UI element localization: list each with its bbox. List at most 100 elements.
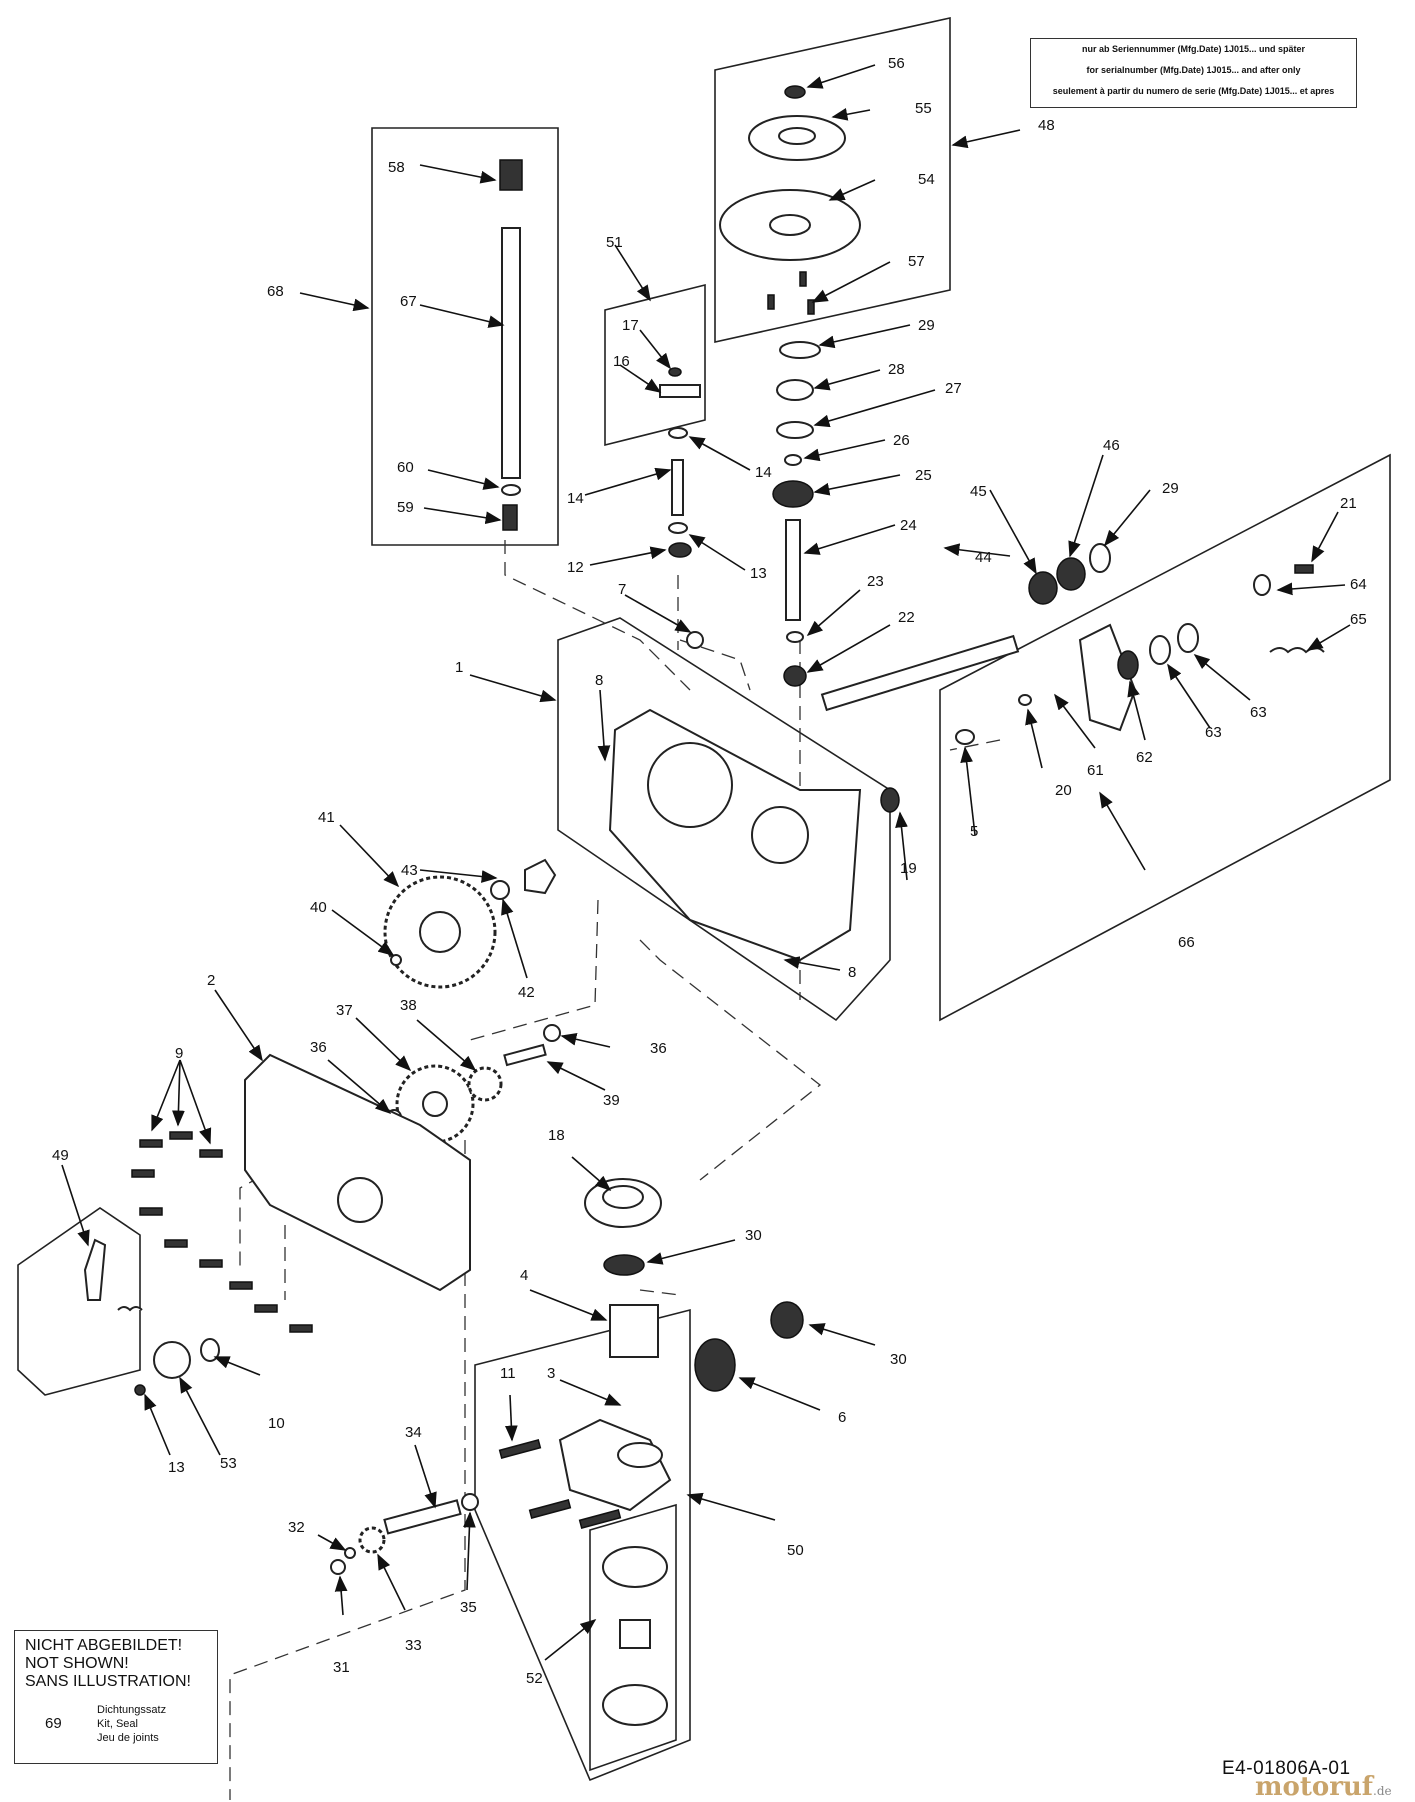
leader [423, 507, 502, 525]
leader [614, 244, 651, 302]
cylinder-block-4 [609, 1304, 659, 1358]
part-label: 65 [1350, 611, 1367, 628]
seal-62 [1117, 650, 1139, 680]
bolt-21 [1294, 564, 1314, 574]
part-label: 64 [1350, 576, 1367, 593]
center-pump-parts [498, 1178, 804, 1529]
part-label: 42 [518, 984, 535, 1001]
leader [1167, 663, 1211, 729]
part-label: 28 [888, 361, 905, 378]
washer-20 [1018, 694, 1032, 706]
leader [419, 304, 505, 328]
gear-33 [358, 1526, 386, 1554]
part-label: 37 [336, 1002, 353, 1019]
spring-65 [1269, 647, 1325, 654]
plate-53 [153, 1341, 191, 1379]
leader [688, 436, 751, 471]
leader [355, 1017, 412, 1072]
not-shown-title: NICHT ABGEBILDET! NOT SHOWN! SANS ILLUST… [15, 1637, 217, 1691]
leader [960, 746, 976, 836]
part-label: 68 [267, 283, 284, 300]
leader [334, 1575, 348, 1616]
leader [738, 1377, 821, 1411]
part-label: 13 [750, 565, 767, 582]
ring-63a [1149, 635, 1171, 665]
bolt-11b [528, 1499, 572, 1519]
swashplate-inner [602, 1185, 644, 1209]
part-label: 44 [975, 549, 992, 566]
leader [299, 292, 370, 312]
leader [151, 1059, 181, 1132]
part-label: 6 [838, 1409, 846, 1426]
leader [646, 1239, 736, 1265]
leader [1311, 511, 1339, 563]
leader [831, 108, 871, 121]
notice-line-en: for serialnumber (Mfg.Date) 1J015... and… [1086, 65, 1301, 75]
cover-2 [244, 1053, 471, 1292]
panel-seal-kit [589, 1503, 677, 1772]
leader [811, 261, 891, 303]
panel-bypass-lever [17, 1207, 141, 1396]
pinion-38 [467, 1066, 503, 1102]
transaxle-housing [608, 708, 862, 962]
seal-22 [783, 665, 807, 687]
part-label: 40 [310, 899, 327, 916]
fitting-59 [502, 504, 518, 531]
part-number-labels: 56 55 54 57 48 29 28 27 26 25 24 23 22 5… [52, 55, 1367, 1687]
gasket-b [602, 1684, 668, 1726]
bolt-c [199, 1149, 223, 1158]
washer-40 [390, 954, 402, 966]
leader [419, 164, 497, 184]
ring-23 [786, 631, 804, 643]
leader [504, 1394, 518, 1442]
leader [1025, 708, 1043, 769]
leader [1193, 653, 1251, 701]
part-label: 61 [1087, 762, 1104, 779]
desc-en: Kit, Seal [97, 1718, 138, 1730]
pinion-43 [524, 858, 557, 895]
washer-5 [955, 729, 975, 745]
pulley-fan-assembly [719, 85, 861, 315]
part-label: 14 [567, 490, 584, 507]
leader [416, 1019, 477, 1072]
washer-42 [490, 880, 510, 900]
ring-63b [1177, 623, 1199, 653]
leader [213, 1356, 261, 1376]
bolt-i [254, 1304, 278, 1313]
leader [179, 1059, 212, 1145]
leader [589, 546, 667, 566]
part-label: 43 [401, 862, 418, 879]
watermark-name: motoruf [1255, 1772, 1373, 1802]
washer-36a [543, 1024, 561, 1042]
part-label: 62 [1136, 749, 1153, 766]
fan-hub [769, 214, 811, 236]
part-label: 19 [900, 860, 917, 877]
part-label: 56 [888, 55, 905, 72]
leader [808, 1323, 876, 1346]
gear-37-hub [422, 1091, 448, 1117]
leader [339, 824, 400, 888]
part-label: 66 [1178, 934, 1195, 951]
screw-57b [799, 271, 807, 287]
leader [427, 469, 500, 490]
leader [619, 364, 662, 393]
valves [619, 1619, 651, 1649]
control-arm-group [955, 564, 1325, 745]
seal-28 [776, 379, 814, 401]
spring [117, 1306, 143, 1312]
not-shown-box: NICHT ABGEBILDET! NOT SHOWN! SANS ILLUST… [14, 1630, 218, 1764]
leader [688, 534, 746, 571]
part-label: 14 [755, 464, 772, 481]
output-gear-shaft [330, 1493, 479, 1575]
bearing-45 [1028, 571, 1058, 605]
leader-arrows [61, 64, 1351, 1661]
part-label: 50 [787, 1542, 804, 1559]
lever-49 [83, 1238, 107, 1301]
center-port [617, 1442, 663, 1468]
part-label: 36 [310, 1039, 327, 1056]
plug-7 [686, 631, 704, 649]
bolt-d [131, 1169, 155, 1178]
leader [584, 467, 672, 496]
leader [806, 64, 876, 89]
bearing-6 [694, 1338, 736, 1392]
